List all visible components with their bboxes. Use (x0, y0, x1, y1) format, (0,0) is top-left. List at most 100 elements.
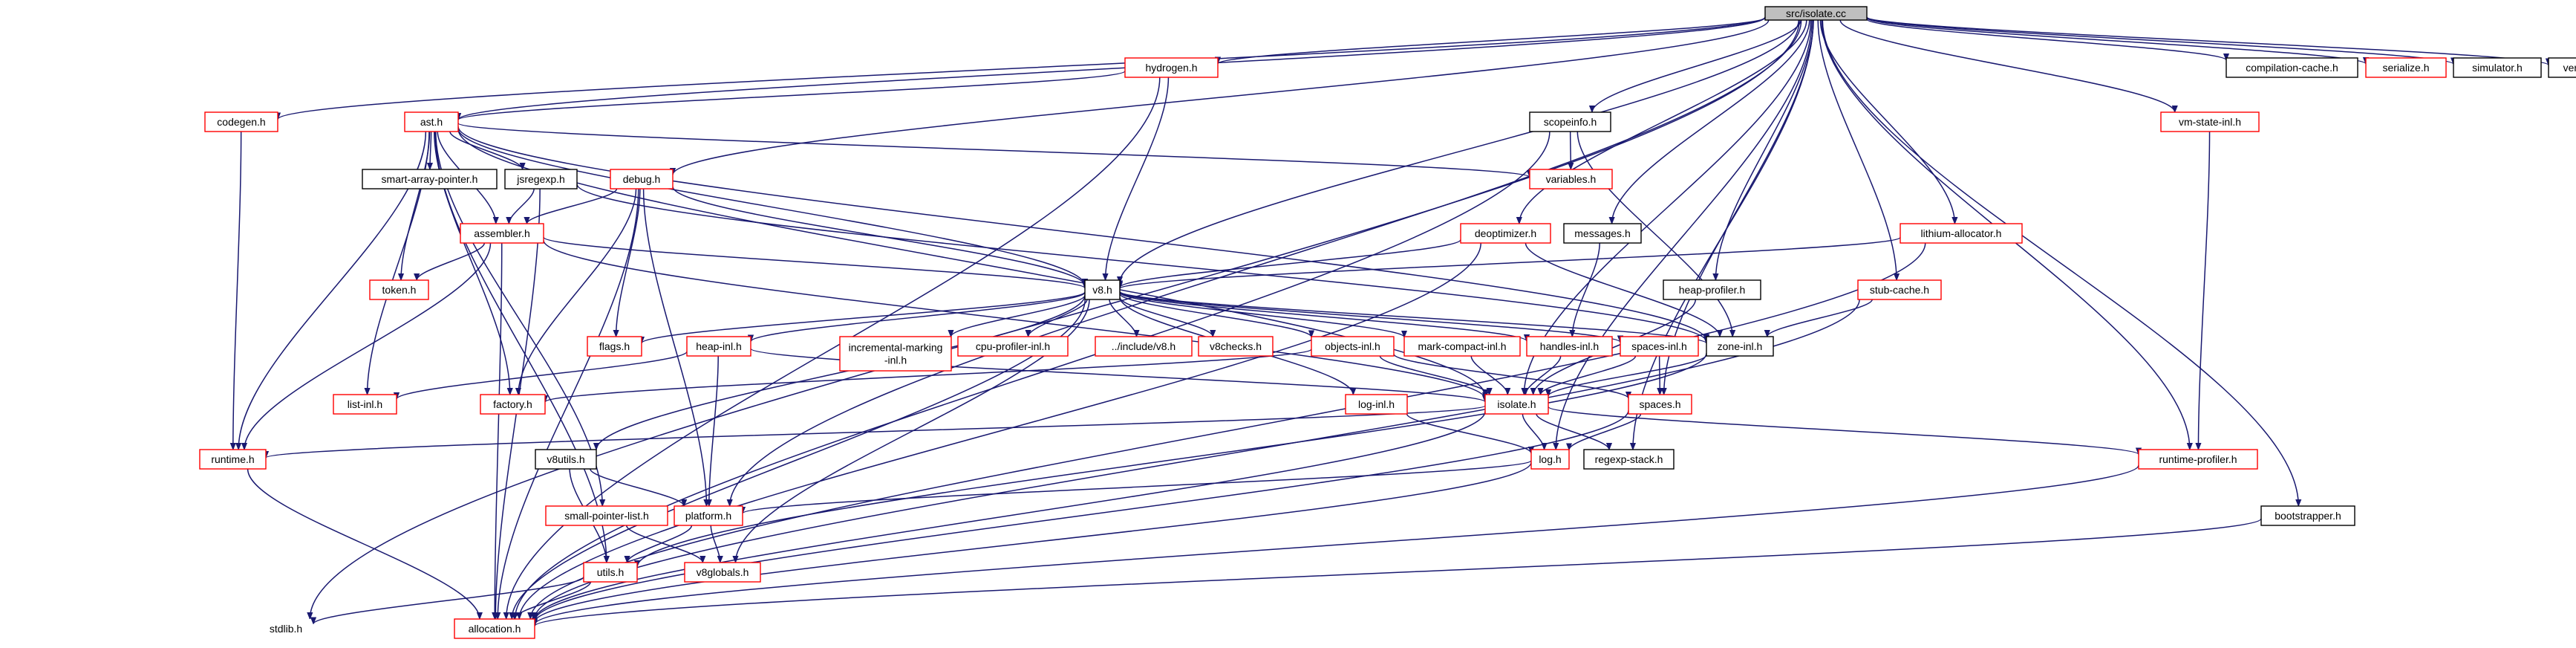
node-isolate-h[interactable]: isolate.h (1484, 394, 1549, 415)
edge-src-isolate-cc-to-debug-h (673, 19, 1770, 175)
node-smart-array-pointer-h[interactable]: smart-array-pointer.h (362, 169, 498, 189)
node-v8checks-h[interactable]: v8checks.h (1198, 336, 1274, 357)
node-serialize-h[interactable]: serialize.h (2365, 57, 2447, 78)
node-box (839, 336, 952, 372)
node-hydrogen-h[interactable]: hydrogen.h (1124, 57, 1219, 78)
node-box (1706, 336, 1774, 357)
node-v8-h[interactable]: v8.h (1084, 279, 1121, 300)
node-stub-cache-h[interactable]: stub-cache.h (1857, 279, 1942, 300)
edge-src-isolate-cc-to-deoptimizer-h (1519, 19, 1807, 224)
node-label: factory.h (493, 398, 532, 410)
node-simulator-h[interactable]: simulator.h (2453, 57, 2542, 78)
node-scopeinfo-h[interactable]: scopeinfo.h (1529, 111, 1611, 132)
node-compilation-cache-h[interactable]: compilation-cache.h (2226, 57, 2358, 78)
node-label: debug.h (623, 173, 661, 185)
edge-v8-h-to-objects-inl-h (1119, 293, 1311, 338)
edge-src-isolate-cc-to-v8-h (1120, 19, 1799, 283)
edge-src-isolate-cc-to-scopeinfo-h (1592, 19, 1801, 113)
node-cpu-profiler-inl-h[interactable]: cpu-profiler-inl.h (957, 336, 1069, 357)
node-factory-h[interactable]: factory.h (480, 394, 546, 415)
edge-debug-h-to-assembler-h (526, 188, 618, 224)
edge-v8-h-to-include-v8-h (1109, 299, 1137, 337)
node-log-h[interactable]: log.h (1530, 449, 1570, 470)
node-utils-h[interactable]: utils.h (583, 562, 638, 583)
edge-v8-h-to-handles-inl-h (1119, 291, 1527, 342)
node-messages-h[interactable]: messages.h (1563, 223, 1642, 244)
edge-jsregexp-h-to-assembler-h (509, 188, 535, 224)
node-runtime-h[interactable]: runtime.h (199, 449, 267, 470)
node-heap-profiler-h[interactable]: heap-profiler.h (1663, 279, 1761, 300)
node-codegen-h[interactable]: codegen.h (204, 111, 278, 132)
edge-spaces-inl-h-to-isolate-h (1541, 355, 1637, 395)
node-version-h[interactable]: version.h (2548, 57, 2576, 78)
node-small-pointer-list-h[interactable]: small-pointer-list.h (545, 505, 668, 526)
node-variables-h[interactable]: variables.h (1529, 169, 1613, 189)
node-lithium-allocator-h[interactable]: lithium-allocator.h (1900, 223, 2023, 244)
node-box (535, 449, 597, 470)
node-vm-state-inl-h[interactable]: vm-state-inl.h (2160, 111, 2260, 132)
node-box (1084, 279, 1121, 300)
node-spaces-h[interactable]: spaces.h (1628, 394, 1692, 415)
node-label: compilation-cache.h (2246, 62, 2338, 74)
node-mark-compact-inl-h[interactable]: mark-compact-inl.h (1403, 336, 1521, 357)
node-deoptimizer-h[interactable]: deoptimizer.h (1460, 223, 1551, 244)
node-box (1311, 336, 1395, 357)
edge-isolate-h-to-runtime-profiler-h (1548, 406, 2139, 456)
node-regexp-stack-h[interactable]: regexp-stack.h (1583, 449, 1675, 470)
node-handles-inl-h[interactable]: handles-inl.h (1526, 336, 1613, 357)
edge-scopeinfo-h-to-zone-inl-h (1576, 131, 1732, 337)
edge-stub-cache-h-to-zone-inl-h (1767, 299, 1873, 337)
edge-v8utils-h-to-platform-h (590, 468, 684, 507)
edge-ast-h-to-v8-h (457, 128, 1085, 286)
node-label: incremental-marking (849, 342, 943, 354)
node-box (404, 111, 459, 132)
node-src-isolate-cc[interactable]: src/isolate.cc (1764, 6, 1868, 21)
edge-v8-h-to-flags-h (642, 291, 1086, 344)
node-spaces-inl-h[interactable]: spaces-inl.h (1620, 336, 1699, 357)
edge-log-h-to-allocation-h (535, 461, 1532, 623)
node-include-v8-h[interactable]: ../include/v8.h (1095, 336, 1193, 357)
node-jsregexp-h[interactable]: jsregexp.h (504, 169, 578, 189)
node-zone-inl-h[interactable]: zone-inl.h (1706, 336, 1774, 357)
node-box (1529, 169, 1613, 189)
node-objects-inl-h[interactable]: objects-inl.h (1311, 336, 1395, 357)
node-flags-h[interactable]: flags.h (587, 336, 642, 357)
node-bootstrapper-h[interactable]: bootstrapper.h (2260, 505, 2355, 526)
node-label: scopeinfo.h (1544, 116, 1597, 128)
edge-heap-inl-h-to-platform-h (709, 355, 719, 506)
node-token-h[interactable]: token.h (369, 279, 429, 300)
node-label: simulator.h (2472, 62, 2523, 74)
node-label: log.h (1539, 453, 1561, 465)
node-v8utils-h[interactable]: v8utils.h (535, 449, 597, 470)
node-stdlib-h[interactable]: stdlib.h (258, 619, 313, 638)
node-incremental-marking-inl-h[interactable]: incremental-marking-inl.h (839, 336, 952, 372)
node-box (1484, 394, 1549, 415)
edge-vm-state-inl-h-to-runtime-profiler-h (2198, 131, 2211, 450)
node-label: runtime.h (211, 453, 254, 465)
node-log-inl-h[interactable]: log-inl.h (1345, 394, 1408, 415)
node-layer: src/isolate.cc hydrogen.h compilation-cach… (199, 6, 2576, 639)
edge-debug-h-to-allocation-h (498, 188, 639, 619)
edge-small-pointer-list-h-to-v8globals-h (625, 525, 703, 563)
node-box (583, 562, 638, 583)
node-platform-h[interactable]: platform.h (674, 505, 743, 526)
node-ast-h[interactable]: ast.h (404, 111, 459, 132)
edge-ast-h-to-utils-h (434, 131, 607, 563)
node-list-inl-h[interactable]: list-inl.h (333, 394, 397, 415)
edge-debug-h-to-factory-h (518, 188, 637, 395)
node-box (587, 336, 642, 357)
node-label: allocation.h (469, 623, 521, 635)
node-runtime-profiler-h[interactable]: runtime-profiler.h (2138, 449, 2258, 470)
node-box (199, 449, 267, 470)
node-assembler-h[interactable]: assembler.h (460, 223, 544, 244)
node-label: bootstrapper.h (2275, 510, 2341, 522)
node-v8globals-h[interactable]: v8globals.h (684, 562, 761, 583)
edge-zone-inl-h-to-utils-h (637, 352, 1707, 567)
node-label: codegen.h (217, 116, 265, 128)
node-debug-h[interactable]: debug.h (610, 169, 674, 189)
node-allocation-h[interactable]: allocation.h (454, 618, 535, 639)
node-heap-inl-h[interactable]: heap-inl.h (686, 336, 751, 357)
edge-src-isolate-cc-to-stub-cache-h (1817, 19, 1897, 280)
